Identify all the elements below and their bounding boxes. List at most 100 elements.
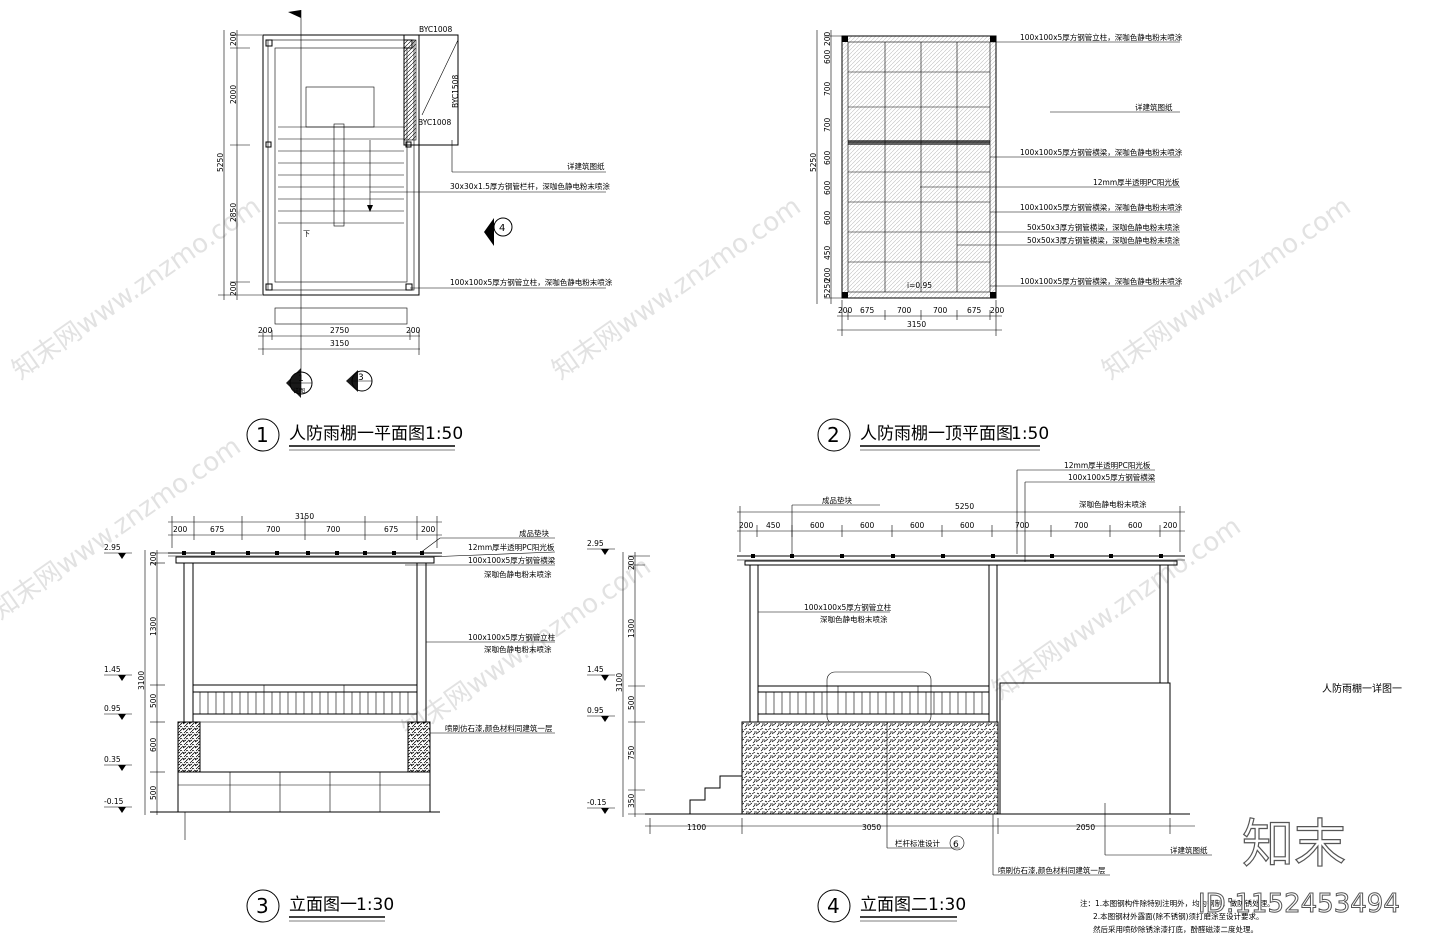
- svg-text:200: 200: [627, 555, 636, 570]
- svg-text:700: 700: [1074, 521, 1089, 530]
- svg-text:3100: 3100: [137, 671, 146, 690]
- svg-text:700: 700: [1015, 521, 1030, 530]
- svg-text:100x100x5厚方钢管横梁，深咖色静电粉末喷涂: 100x100x5厚方钢管横梁，深咖色静电粉末喷涂: [1020, 147, 1183, 157]
- svg-text:1:30: 1:30: [356, 895, 394, 915]
- side-label: 人防雨棚一详图一: [1322, 682, 1402, 695]
- view-title-3: 3 立面图一 1:30: [246, 889, 394, 923]
- svg-text:2.95: 2.95: [587, 539, 604, 548]
- svg-text:5250: 5250: [823, 279, 832, 298]
- svg-text:200: 200: [421, 525, 436, 534]
- svg-text:2.95: 2.95: [104, 543, 121, 552]
- svg-text:-0.15: -0.15: [587, 798, 607, 807]
- svg-text:675: 675: [384, 525, 399, 534]
- view-title-4: 4 立面图二 1:30: [817, 889, 966, 923]
- svg-text:-0.15: -0.15: [104, 797, 124, 806]
- svg-text:200: 200: [173, 525, 188, 534]
- svg-text:700: 700: [823, 117, 832, 132]
- svg-text:200: 200: [838, 306, 853, 315]
- svg-text:2000: 2000: [229, 85, 238, 104]
- svg-text:5250: 5250: [216, 153, 225, 172]
- svg-text:知末网www.znzmo.com: 知末网www.znzmo.com: [1097, 191, 1357, 385]
- svg-text:0.35: 0.35: [104, 755, 121, 764]
- brand-logo: 知末: [1242, 815, 1346, 875]
- svg-text:5250: 5250: [809, 153, 818, 172]
- svg-text:1300: 1300: [627, 619, 636, 638]
- svg-text:100x100x5厚方钢管横梁，深咖色静电粉末喷涂: 100x100x5厚方钢管横梁，深咖色静电粉末喷涂: [1020, 202, 1183, 212]
- svg-text:4: 4: [499, 223, 505, 234]
- svg-text:4: 4: [827, 894, 840, 918]
- svg-text:50x50x3厚方钢管横梁，深咖色静电粉末喷涂: 50x50x3厚方钢管横梁，深咖色静电粉末喷涂: [1027, 235, 1180, 245]
- svg-text:350: 350: [627, 793, 636, 808]
- svg-text:2.本图钢材外露面(除不锈钢)须打磨涂至设计要求。: 2.本图钢材外露面(除不锈钢)须打磨涂至设计要求。: [1093, 911, 1264, 921]
- svg-text:0.95: 0.95: [587, 706, 604, 715]
- svg-text:下: 下: [303, 230, 310, 238]
- svg-text:600: 600: [823, 49, 832, 64]
- svg-text:12mm厚半透明PC阳光板: 12mm厚半透明PC阳光板: [468, 542, 555, 552]
- svg-text:100x100x5厚方钢管立柱: 100x100x5厚方钢管立柱: [804, 602, 892, 612]
- svg-text:注：1.本图钢构件除特别注明外，均为钢制，做防锈处理。: 注：1.本图钢构件除特别注明外，均为钢制，做防锈处理。: [1080, 898, 1275, 908]
- svg-text:700: 700: [933, 306, 948, 315]
- svg-text:5250: 5250: [955, 502, 974, 511]
- svg-text:700: 700: [897, 306, 912, 315]
- svg-text:详建筑图纸: 详建筑图纸: [567, 161, 605, 171]
- svg-text:600: 600: [823, 210, 832, 225]
- svg-text:知末网www.znzmo.com: 知末网www.znzmo.com: [547, 191, 807, 385]
- svg-text:3150: 3150: [907, 320, 926, 329]
- svg-text:深咖色静电粉末喷涂: 深咖色静电粉末喷涂: [1079, 499, 1147, 509]
- svg-text:人防雨棚一平面图: 人防雨棚一平面图: [289, 424, 425, 444]
- svg-text:100x100x5厚方钢管立柱，深咖色静电粉末喷涂: 100x100x5厚方钢管立柱，深咖色静电粉末喷涂: [450, 277, 613, 287]
- svg-text:6: 6: [953, 840, 959, 850]
- svg-text:1:50: 1:50: [425, 424, 463, 444]
- svg-text:12mm厚半透明PC阳光板: 12mm厚半透明PC阳光板: [1093, 177, 1180, 187]
- svg-text:100x100x5厚方钢管横梁: 100x100x5厚方钢管横梁: [1068, 472, 1156, 482]
- elevation-2-view: 成品垫块 12mm厚半透明PC阳光板 100x100x5厚方钢管横梁 深咖色静电…: [587, 460, 1212, 876]
- svg-text:50x50x3厚方钢管横梁，深咖色静电粉末喷涂: 50x50x3厚方钢管横梁，深咖色静电粉末喷涂: [1027, 222, 1180, 232]
- elevation-1-view: 成品垫块 12mm厚半透明PC阳光板 100x100x5厚方钢管横梁 深咖色静电…: [104, 512, 556, 840]
- svg-text:200: 200: [1163, 521, 1178, 530]
- svg-text:1.45: 1.45: [587, 665, 604, 674]
- plan-view: 下 BYC1008 BYC1508 BYC1008 详建筑图纸 30x30x1.…: [216, 10, 613, 398]
- svg-text:3050: 3050: [862, 823, 881, 832]
- svg-text:200: 200: [823, 31, 832, 46]
- view-title-2: 2 人防雨棚一顶平面图 1:50: [817, 418, 1049, 452]
- svg-text:3100: 3100: [615, 673, 624, 692]
- svg-text:750: 750: [627, 745, 636, 760]
- svg-text:成品垫块: 成品垫块: [822, 495, 852, 505]
- svg-text:1: 1: [298, 374, 304, 384]
- svg-text:450: 450: [823, 245, 832, 260]
- svg-text:详建筑图纸: 详建筑图纸: [1170, 845, 1208, 855]
- roof-plan-view: i=0.95 100x100x5厚方钢管立柱，深咖色静电粉末喷涂 详建筑图纸 1…: [809, 30, 1183, 336]
- svg-text:675: 675: [210, 525, 225, 534]
- svg-text:知末网www.znzmo.com: 知末网www.znzmo.com: [7, 191, 267, 385]
- svg-text:0.95: 0.95: [104, 704, 121, 713]
- general-notes: 注：1.本图钢构件除特别注明外，均为钢制，做防锈处理。 2.本图钢材外露面(除不…: [1080, 898, 1275, 934]
- svg-text:700: 700: [326, 525, 341, 534]
- svg-text:1:50: 1:50: [1011, 424, 1049, 444]
- elevation-2-notes: 成品垫块 12mm厚半透明PC阳光板 100x100x5厚方钢管横梁 深咖色静电…: [758, 460, 1212, 876]
- svg-text:详图: 详图: [293, 387, 305, 395]
- svg-text:600: 600: [860, 521, 875, 530]
- svg-text:3150: 3150: [330, 339, 349, 348]
- svg-text:3150: 3150: [295, 512, 314, 521]
- plan-notes: 详建筑图纸 30x30x1.5厚方钢管栏杆，深咖色静电粉末喷涂 100x100x…: [370, 140, 613, 289]
- svg-text:喷刷仿石漆,颜色材料同建筑一层: 喷刷仿石漆,颜色材料同建筑一层: [998, 865, 1106, 875]
- elevation-1-notes: 成品垫块 12mm厚半透明PC阳光板 100x100x5厚方钢管横梁 深咖色静电…: [405, 528, 556, 734]
- section-marker-1: 1 详图: [286, 368, 313, 398]
- watermarks: 知末网www.znzmo.com 知末网www.znzmo.com 知末网www…: [0, 191, 1357, 745]
- svg-text:500: 500: [149, 693, 158, 708]
- svg-text:栏杆标准设计: 栏杆标准设计: [895, 838, 940, 848]
- svg-text:1:30: 1:30: [928, 895, 966, 915]
- svg-text:500: 500: [149, 785, 158, 800]
- svg-text:深咖色静电粉末喷涂: 深咖色静电粉末喷涂: [484, 644, 552, 654]
- section-marker-4: 4: [484, 217, 513, 246]
- svg-text:675: 675: [860, 306, 875, 315]
- svg-text:600: 600: [1128, 521, 1143, 530]
- svg-text:人防雨棚一顶平面图: 人防雨棚一顶平面图: [860, 424, 1013, 444]
- svg-text:200: 200: [149, 551, 158, 566]
- svg-text:3: 3: [358, 373, 364, 383]
- svg-text:立面图一: 立面图一: [289, 895, 357, 915]
- svg-text:2750: 2750: [330, 326, 349, 335]
- svg-text:知末网www.znzmo.com: 知末网www.znzmo.com: [987, 511, 1247, 705]
- svg-text:1100: 1100: [687, 823, 706, 832]
